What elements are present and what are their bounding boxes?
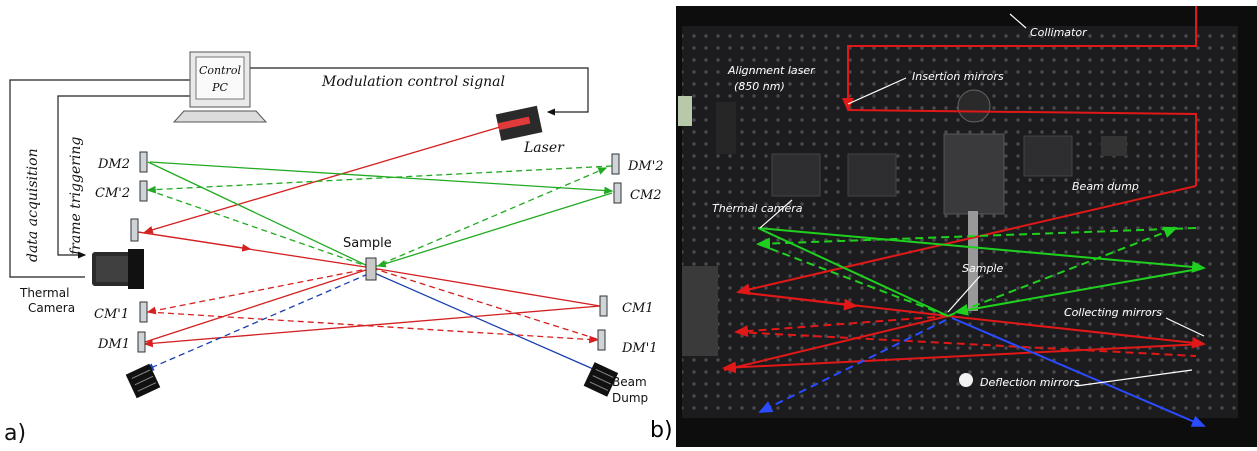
label-thermal-camera: Thermal camera	[712, 202, 803, 215]
label-dm1: DM1	[97, 337, 130, 352]
label-cm2-prime: CM'2	[95, 186, 130, 201]
sample-plate	[365, 257, 377, 281]
panel-b-tag: b)	[650, 418, 673, 443]
label-dm1-prime: DM'1	[621, 341, 658, 356]
pc-label-2: PC	[211, 81, 228, 94]
label-collecting-mirrors: Collecting mirrors	[1064, 306, 1162, 319]
schematic-diagram: Control PC Modulation control signal dat…	[4, 51, 664, 446]
equipment	[678, 89, 1127, 356]
label-beam-dump: Beam dump	[1072, 180, 1139, 193]
thermal-camera-label-2: Camera	[28, 301, 75, 315]
panel-a-tag: a)	[4, 421, 26, 446]
label-pointers	[759, 13, 1205, 387]
beam-dump-left	[125, 363, 161, 399]
sample-label: Sample	[343, 236, 392, 251]
modulation-label: Modulation control signal	[321, 74, 505, 90]
beam-dump-right	[583, 362, 619, 397]
pc-label-1: Control	[199, 64, 241, 77]
thermal-camera-label-1: Thermal	[19, 286, 69, 300]
label-dm2: DM2	[97, 157, 130, 172]
label-deflection-mirrors: Deflection mirrors	[980, 376, 1080, 389]
photo-panel: Collimator Alignment laser (850 nm) Inse…	[676, 6, 1257, 447]
label-dm2-prime: DM'2	[627, 159, 664, 174]
control-pc: Control PC	[172, 51, 268, 123]
data-acquisition-label: data acquisition	[25, 148, 41, 262]
label-cm1-prime: CM'1	[94, 307, 129, 322]
label-insertion-mirrors: Insertion mirrors	[912, 70, 1004, 83]
thermal-camera	[92, 249, 144, 289]
mirrors	[130, 151, 622, 353]
label-wavelength: (850 nm)	[734, 80, 785, 93]
beam-paths	[137, 126, 614, 373]
label-cm1: CM1	[622, 301, 654, 316]
beam-dump-label-2: Dump	[612, 391, 648, 405]
marker-dot	[959, 373, 973, 387]
beam-dump-label-1: Beam	[612, 375, 647, 389]
photo-beams	[722, 6, 1206, 427]
label-cm2: CM2	[630, 188, 662, 203]
frame-triggering-label: frame triggering	[68, 137, 84, 256]
label-alignment-laser: Alignment laser	[727, 64, 816, 77]
label-sample: Sample	[962, 262, 1003, 275]
label-collimator: Collimator	[1030, 26, 1088, 39]
signal-wires	[9, 67, 589, 278]
schematic-panel: Control PC Modulation control signal dat…	[4, 51, 664, 446]
laser-source	[495, 105, 543, 141]
laser-label: Laser	[523, 140, 565, 156]
setup-photo: Collimator Alignment laser (850 nm) Inse…	[676, 6, 1257, 447]
